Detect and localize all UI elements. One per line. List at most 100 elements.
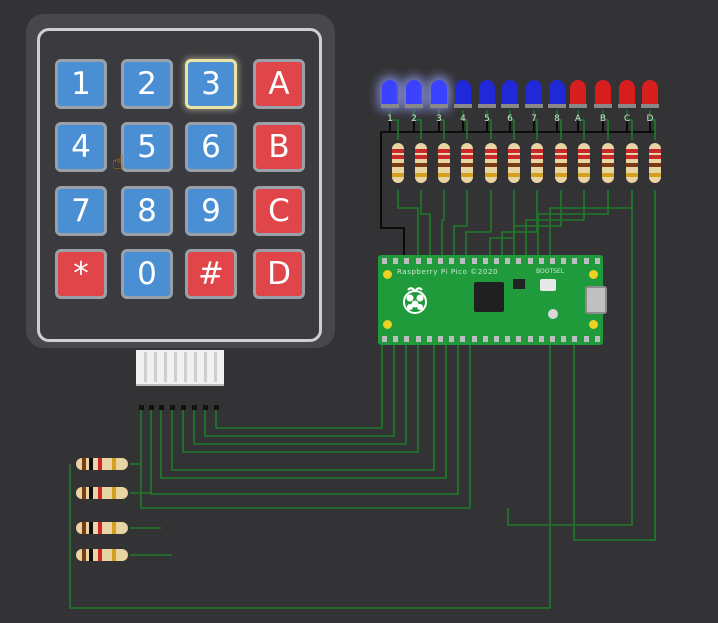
connector-pin[interactable] — [181, 405, 186, 410]
pico-pin[interactable] — [449, 336, 455, 342]
resistor-10[interactable] — [626, 137, 638, 193]
pico-pin[interactable] — [561, 258, 567, 264]
pico-pin[interactable] — [516, 336, 522, 342]
key-1[interactable]: 2 — [121, 59, 173, 109]
pico-pin[interactable] — [538, 258, 544, 264]
led-anode-wire[interactable] — [577, 110, 585, 140]
resistor-pico-wire[interactable] — [397, 190, 419, 258]
resistor-pico-wire[interactable] — [453, 190, 468, 258]
led-anode-wire[interactable] — [413, 110, 422, 140]
pico-pin[interactable] — [583, 258, 589, 264]
key-12[interactable]: * — [55, 249, 107, 299]
resistor-0[interactable] — [392, 137, 404, 193]
key-3[interactable]: A — [253, 59, 305, 109]
connector-pin[interactable] — [149, 405, 154, 410]
pico-pin[interactable] — [550, 336, 556, 342]
led-6[interactable] — [525, 80, 543, 108]
bootsel-button[interactable] — [540, 279, 556, 291]
pico-pin[interactable] — [482, 336, 488, 342]
pico-pin[interactable] — [415, 336, 421, 342]
pico-pin[interactable] — [550, 258, 556, 264]
ground-wire[interactable] — [380, 132, 405, 258]
key-11[interactable]: C — [253, 186, 305, 236]
led-anode-wire[interactable] — [533, 110, 538, 140]
resistor-pico-wire[interactable] — [537, 190, 609, 258]
led-0[interactable] — [381, 80, 399, 108]
led-anode-wire[interactable] — [389, 110, 399, 140]
led-anode-wire[interactable] — [649, 110, 656, 140]
connector-pin[interactable] — [214, 405, 219, 410]
row-resistor-0[interactable] — [68, 456, 136, 472]
resistor-pico-wire[interactable] — [525, 190, 585, 258]
connector-pin[interactable] — [159, 405, 164, 410]
led-anode-wire[interactable] — [556, 110, 562, 140]
pico-pin[interactable] — [527, 336, 533, 342]
pico-pin[interactable] — [393, 258, 399, 264]
resistor-3[interactable] — [461, 137, 473, 193]
key-13[interactable]: 0 — [121, 249, 173, 299]
pico-pin[interactable] — [594, 258, 600, 264]
pico-pin[interactable] — [538, 336, 544, 342]
row-resistor-1[interactable] — [68, 485, 136, 501]
resistor-4[interactable] — [485, 137, 497, 193]
pico-pin[interactable] — [471, 336, 477, 342]
resistor-9[interactable] — [602, 137, 614, 193]
pico-pin[interactable] — [382, 258, 387, 264]
resistor-1[interactable] — [415, 137, 427, 193]
resistor-pico-wire[interactable] — [420, 190, 431, 258]
pico-pin[interactable] — [505, 336, 511, 342]
keypad-pico-wire[interactable] — [171, 345, 435, 471]
pico-pin[interactable] — [572, 258, 578, 264]
led-anode-wire[interactable] — [509, 110, 515, 140]
pico-pin[interactable] — [561, 336, 567, 342]
resistor-pico-wire[interactable] — [501, 190, 538, 258]
pico-pin[interactable] — [460, 258, 466, 264]
led-anode-wire[interactable] — [438, 110, 445, 140]
keypad-pico-wire[interactable] — [193, 345, 407, 445]
led-anode-wire[interactable] — [486, 110, 492, 140]
pico-pin[interactable] — [404, 336, 410, 342]
pico-pin[interactable] — [482, 258, 488, 264]
pico-pin[interactable] — [404, 258, 410, 264]
keypad-pico-wire[interactable] — [204, 345, 395, 437]
key-15[interactable]: D — [253, 249, 305, 299]
resistor-pico-wire[interactable] — [507, 190, 633, 526]
raspberry-pi-pico[interactable]: Raspberry Pi Pico ©2020 BOOTSEL — [378, 255, 607, 345]
pico-pin[interactable] — [594, 336, 600, 342]
pico-pin[interactable] — [426, 258, 432, 264]
led-2[interactable] — [430, 80, 448, 108]
resistor-5[interactable] — [508, 137, 520, 193]
key-8[interactable]: 7 — [55, 186, 107, 236]
key-14[interactable]: # — [185, 249, 237, 299]
led-10[interactable] — [618, 80, 636, 108]
pico-pin[interactable] — [527, 258, 533, 264]
led-3[interactable] — [454, 80, 472, 108]
led-4[interactable] — [478, 80, 496, 108]
row-resistor-2[interactable] — [68, 520, 136, 536]
resistor-pico-wire[interactable] — [465, 190, 492, 258]
connector-pin[interactable] — [192, 405, 197, 410]
led-11[interactable] — [641, 80, 659, 108]
connector-pin[interactable] — [203, 405, 208, 410]
resistor-2[interactable] — [438, 137, 450, 193]
key-9[interactable]: 8 — [121, 186, 173, 236]
resistor-11[interactable] — [649, 137, 661, 193]
pico-pin[interactable] — [494, 258, 500, 264]
key-0[interactable]: 1 — [55, 59, 107, 109]
resistor-pico-wire[interactable] — [441, 190, 445, 258]
pico-pin[interactable] — [516, 258, 522, 264]
led-anode-wire[interactable] — [626, 110, 633, 140]
resistor-6[interactable] — [531, 137, 543, 193]
led-7[interactable] — [548, 80, 566, 108]
key-6[interactable]: 6 — [185, 122, 237, 172]
resistor-pico-wire[interactable] — [573, 190, 656, 541]
keypad-pico-wire[interactable] — [215, 345, 383, 429]
led-anode-wire[interactable] — [462, 110, 468, 140]
pico-pin[interactable] — [460, 336, 466, 342]
pico-pin[interactable] — [583, 336, 589, 342]
resistor-7[interactable] — [555, 137, 567, 193]
pico-pin[interactable] — [572, 336, 578, 342]
led-5[interactable] — [501, 80, 519, 108]
pico-pin[interactable] — [438, 258, 444, 264]
